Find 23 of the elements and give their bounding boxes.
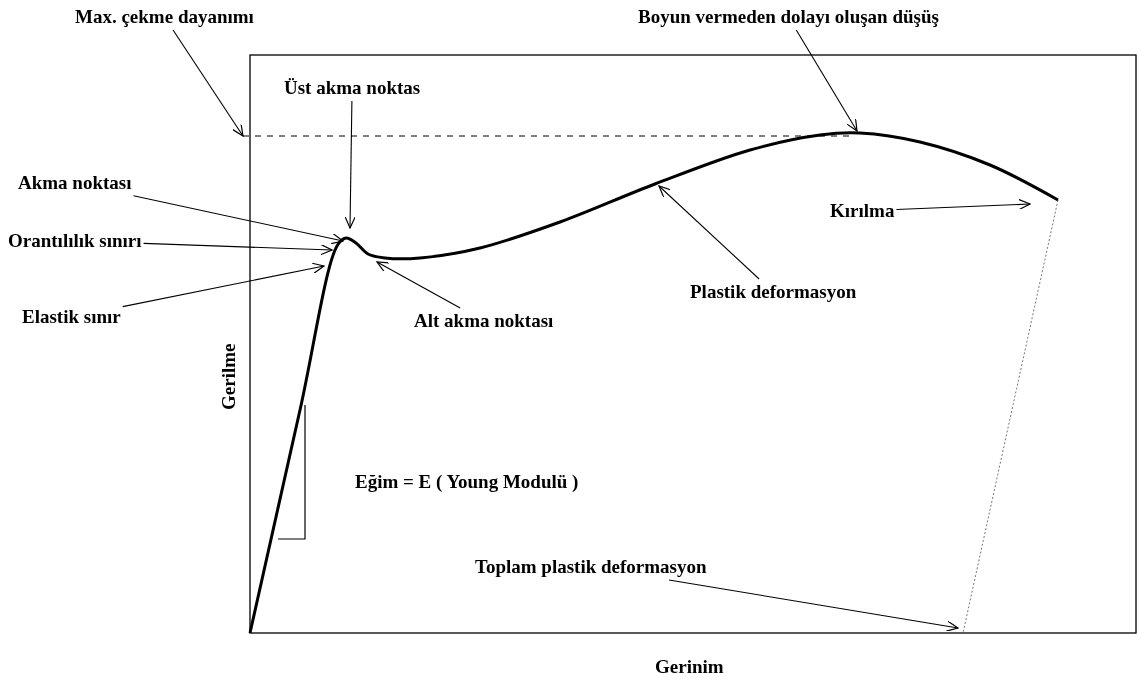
annotation-label: Orantılılık sınırı <box>8 230 142 252</box>
leader-arrow <box>143 242 333 256</box>
leader-arrow <box>795 29 858 132</box>
annotation-label: Toplam plastik deformasyon <box>475 556 707 578</box>
leader-arrow <box>668 579 959 632</box>
annotation-label: Alt akma noktası <box>414 310 554 332</box>
leader-arrow <box>172 29 244 137</box>
annotation-label: Max. çekme dayanımı <box>75 6 254 28</box>
slope-annotation: Eğim = E ( Young Modulü ) <box>355 471 579 493</box>
annotation-label: Boyun vermeden dolayı oluşan düşüş <box>638 6 939 28</box>
leader-arrow <box>895 198 1031 211</box>
y-axis-title: Gerilme <box>218 343 240 410</box>
annotation-label: Kırılma <box>830 200 895 222</box>
annotation-label: Plastik deformasyon <box>690 281 857 303</box>
annotation-label: Elastik sınır <box>22 306 121 328</box>
x-axis-title: Gerinim <box>655 656 724 678</box>
leader-arrow <box>122 262 325 308</box>
annotation-label: Üst akma noktas <box>284 77 421 99</box>
leader-arrow <box>658 185 760 280</box>
leader-arrow <box>344 100 356 229</box>
leader-arrow <box>132 195 344 245</box>
annotation-label: Akma noktası <box>18 172 132 194</box>
leader-arrow <box>376 261 461 309</box>
